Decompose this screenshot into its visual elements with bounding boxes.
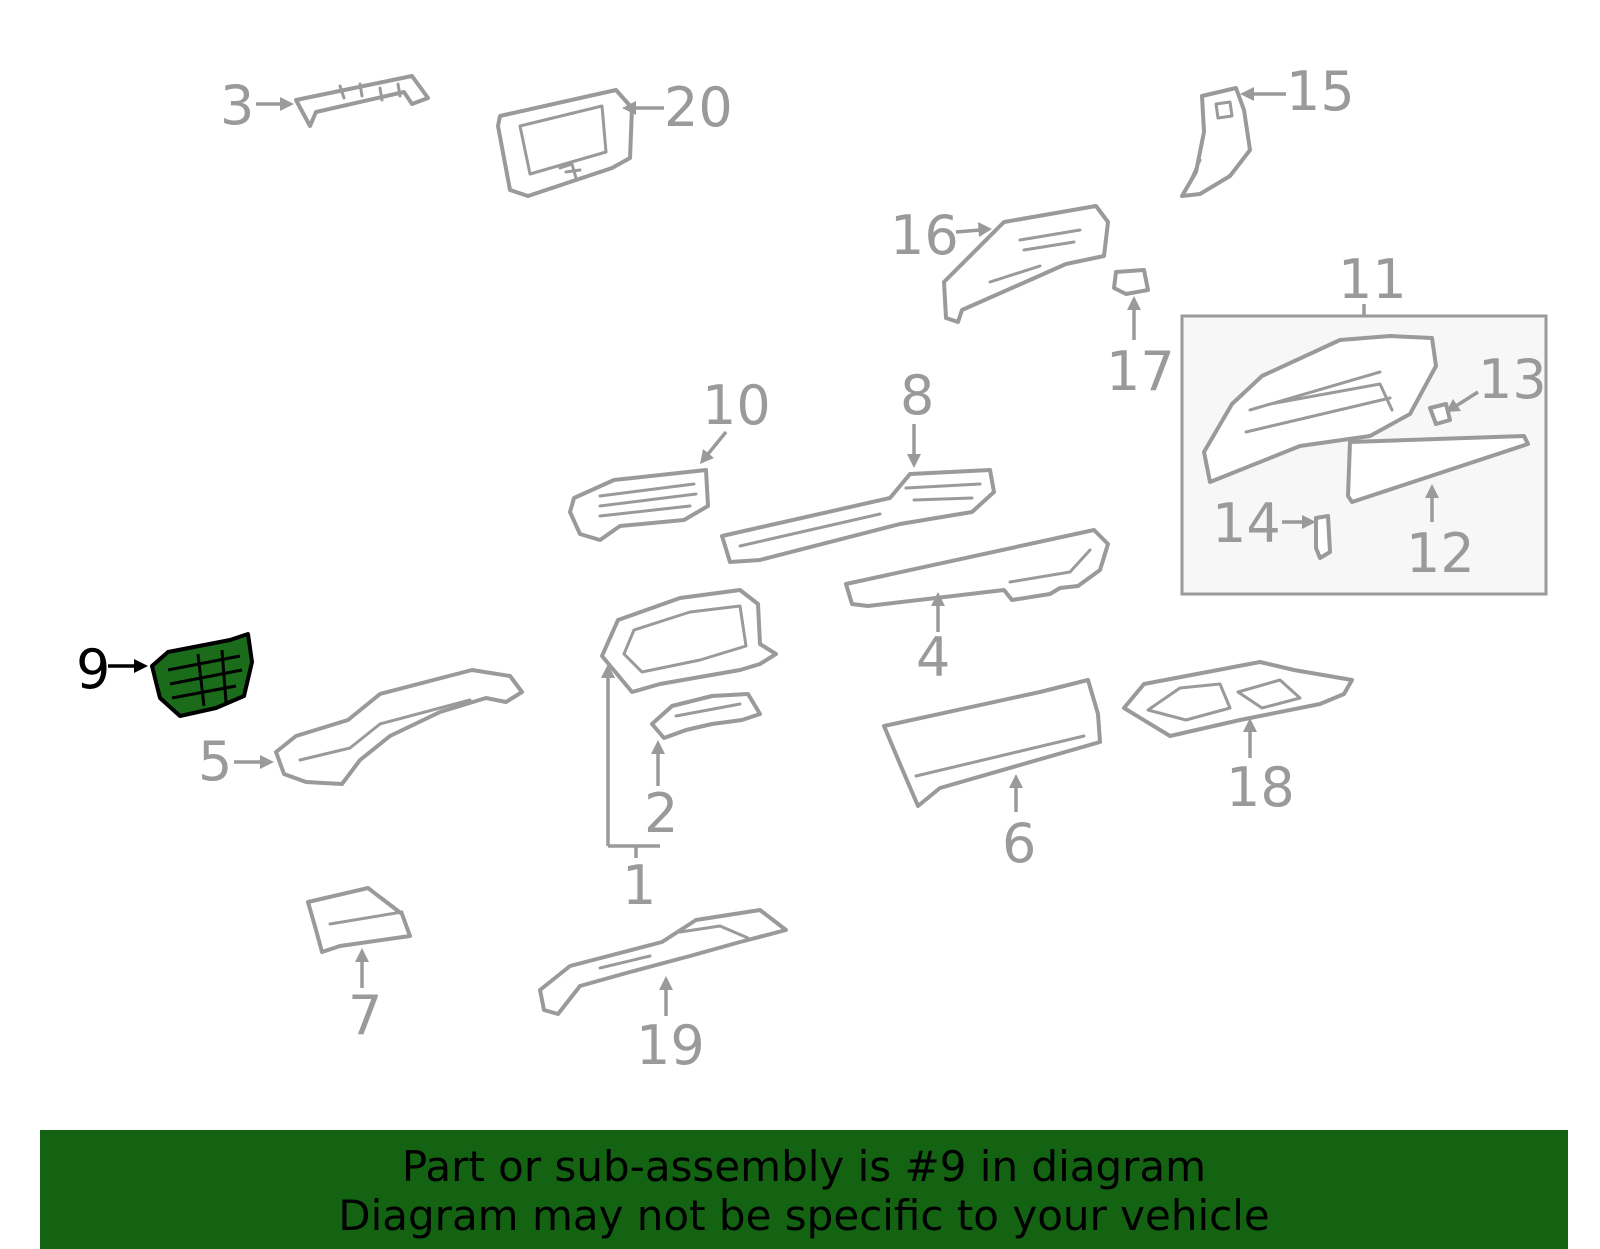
callout-4: 4 <box>916 592 950 689</box>
svg-text:19: 19 <box>636 1014 705 1077</box>
callout-17: 17 <box>1106 296 1175 403</box>
svg-text:11: 11 <box>1338 248 1407 311</box>
svg-text:12: 12 <box>1406 522 1475 585</box>
callout-5: 5 <box>198 730 274 793</box>
svg-text:5: 5 <box>198 730 232 793</box>
callout-20: 20 <box>622 76 733 139</box>
svg-text:18: 18 <box>1226 756 1295 819</box>
callout-11: 11 <box>1338 248 1407 316</box>
callout-13: 13 <box>1446 348 1547 412</box>
banner-line-1: Part or sub-assembly is #9 in diagram <box>401 1142 1207 1191</box>
parts-diagram: 3 20 15 16 17 <box>76 60 1548 1077</box>
callout-7: 7 <box>348 948 382 1047</box>
callout-9: 9 <box>76 638 148 701</box>
part-3-shape[interactable] <box>294 74 430 128</box>
svg-text:16: 16 <box>890 204 959 267</box>
part-19-shape[interactable] <box>538 908 788 1016</box>
callout-6: 6 <box>1002 774 1036 875</box>
part-10-shape[interactable] <box>568 468 710 542</box>
callout-10: 10 <box>700 374 771 464</box>
part-8-shape[interactable] <box>720 468 996 564</box>
svg-text:15: 15 <box>1286 60 1355 123</box>
svg-text:7: 7 <box>348 984 382 1047</box>
svg-text:1: 1 <box>622 854 656 917</box>
svg-text:2: 2 <box>644 782 678 845</box>
svg-text:9: 9 <box>76 638 110 701</box>
part-2-shape[interactable] <box>650 692 762 740</box>
part-20-shape[interactable] <box>496 88 634 198</box>
part-16-shape[interactable] <box>942 204 1110 324</box>
svg-text:14: 14 <box>1212 492 1281 555</box>
callout-8: 8 <box>900 364 934 468</box>
part-5-shape[interactable] <box>274 668 524 786</box>
part-18-shape[interactable] <box>1122 660 1354 738</box>
callout-14: 14 <box>1212 492 1316 555</box>
part-4-shape[interactable] <box>844 528 1110 608</box>
part-9-shape[interactable] <box>150 632 254 718</box>
svg-text:6: 6 <box>1002 812 1036 875</box>
info-banner: Part or sub-assembly is #9 in diagram Di… <box>40 1130 1568 1249</box>
part-7-shape[interactable] <box>306 886 412 954</box>
callout-2: 2 <box>644 740 678 845</box>
svg-text:10: 10 <box>702 374 771 437</box>
svg-text:20: 20 <box>664 76 733 139</box>
callout-19: 19 <box>636 976 705 1077</box>
part-17-shape[interactable] <box>1112 268 1150 296</box>
callout-3: 3 <box>220 74 294 137</box>
svg-text:17: 17 <box>1106 340 1175 403</box>
part-1-shape[interactable] <box>600 588 778 694</box>
svg-text:8: 8 <box>900 364 934 427</box>
callout-12: 12 <box>1406 484 1475 585</box>
part-6-shape[interactable] <box>882 678 1102 808</box>
part-15-shape[interactable] <box>1180 86 1252 198</box>
svg-text:13: 13 <box>1478 348 1547 411</box>
callout-15: 15 <box>1240 60 1355 123</box>
callout-18: 18 <box>1226 718 1295 819</box>
svg-text:3: 3 <box>220 74 254 137</box>
callout-16: 16 <box>890 204 992 267</box>
banner-line-2: Diagram may not be specific to your vehi… <box>338 1191 1270 1240</box>
callout-1: 1 <box>601 664 660 917</box>
svg-text:4: 4 <box>916 626 950 689</box>
